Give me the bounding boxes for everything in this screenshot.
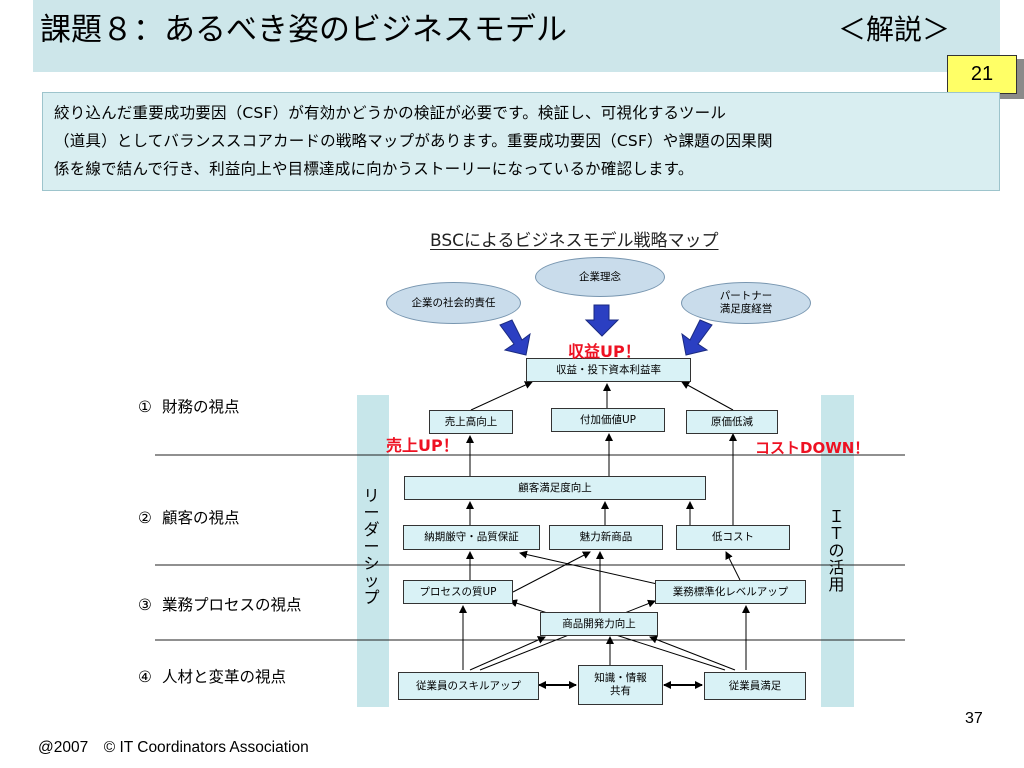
- node-standardization: 業務標準化レベルアップ: [655, 580, 806, 604]
- ellipse-partner: パートナー 満足度経営: [681, 282, 811, 324]
- title-bar: [33, 0, 1000, 72]
- it-text: ＩＴの活用: [828, 507, 845, 594]
- perspective-number: ③: [138, 596, 152, 614]
- callout-profit-up: 収益UP！: [568, 342, 641, 361]
- perspective-financial: ① 財務の視点: [138, 395, 240, 417]
- leadership-text: リーダーシップ: [363, 486, 380, 607]
- ellipse-social-text: 企業の社会的責任: [411, 296, 496, 309]
- arrow: [470, 381, 533, 411]
- node-low-cost: 低コスト: [676, 525, 790, 550]
- node-new-product: 魅力新商品: [549, 525, 663, 550]
- ellipse-philosophy-text: 企業理念: [579, 270, 621, 283]
- arrow: [512, 551, 591, 593]
- node-knowledge-text1: 知識・情報: [594, 672, 647, 684]
- perspective-process: ③ 業務プロセスの視点: [138, 593, 302, 615]
- arrow: [725, 551, 741, 581]
- node-roi: 収益・投下資本利益率: [526, 358, 691, 382]
- callout-sales-up: 売上UP！: [386, 436, 459, 455]
- node-customer-satisfaction: 顧客満足度向上: [404, 476, 706, 500]
- it-pillar: [821, 395, 854, 707]
- page-number: 37: [965, 710, 983, 727]
- perspective-label: 顧客の視点: [162, 509, 240, 527]
- perspective-label: 業務プロセスの視点: [162, 596, 302, 614]
- blue-arrow-right: [681, 319, 713, 356]
- arrow: [469, 636, 546, 671]
- description-line: 絞り込んだ重要成功要因（CSF）が有効かどうかの検証が必要です。検証し、可視化す…: [54, 104, 727, 122]
- node-dev-power: 商品開発力向上: [540, 612, 658, 636]
- node-skill-up: 従業員のスキルアップ: [398, 672, 539, 700]
- arrow: [519, 550, 667, 587]
- it-label: ＩＴの活用: [828, 508, 848, 593]
- perspective-customer: ② 顧客の視点: [138, 506, 240, 528]
- slide-title: 課題８：あるべき姿のビジネスモデル: [40, 12, 567, 48]
- node-employee-satisfaction: 従業員満足: [704, 672, 806, 700]
- node-knowledge-text2: 共有: [610, 685, 631, 697]
- perspective-number: ①: [138, 398, 152, 416]
- perspective-number: ②: [138, 509, 152, 527]
- callout-cost-down: コストDOWN！: [755, 439, 870, 457]
- node-cost-down: 原価低減: [686, 410, 778, 434]
- blue-arrow-center: [584, 304, 620, 337]
- copyright: @2007 © IT Coordinators Association: [38, 739, 309, 756]
- description-line: 係を線で結んで行き、利益向上や目標達成に向かうストーリーになっているか確認します…: [54, 160, 694, 178]
- slide-number-badge: 21: [947, 55, 1017, 94]
- perspective-number: ④: [138, 668, 152, 686]
- ellipse-partner-text2: 満足度経営: [719, 303, 773, 315]
- node-delivery-quality: 納期厳守・品質保証: [403, 525, 540, 550]
- leadership-label: リーダーシップ: [363, 487, 383, 606]
- description-box: 絞り込んだ重要成功要因（CSF）が有効かどうかの検証が必要です。検証し、可視化す…: [42, 92, 1000, 191]
- node-process-quality: プロセスの質UP: [403, 580, 513, 604]
- node-sales-up: 売上高向上: [429, 410, 513, 434]
- ellipse-philosophy: 企業理念: [535, 257, 665, 297]
- ellipse-partner-text1: パートナー: [719, 290, 773, 302]
- perspective-learning: ④ 人材と変革の視点: [138, 665, 286, 687]
- leadership-pillar: [357, 395, 389, 707]
- node-value-up: 付加価値UP: [551, 408, 665, 432]
- arrow: [681, 381, 734, 411]
- node-knowledge-share: 知識・情報 共有: [578, 665, 663, 705]
- perspective-label: 財務の視点: [162, 398, 240, 416]
- diagram-title: BSCによるビジネスモデル戦略マップ: [430, 231, 719, 251]
- slide-subtitle: ＜解説＞: [838, 13, 951, 46]
- ellipse-social-responsibility: 企業の社会的責任: [386, 282, 521, 324]
- perspective-label: 人材と変革の視点: [162, 668, 287, 686]
- description-line: （道具）としてバランススコアカードの戦略マップがあります。重要成功要因（CSF）…: [54, 132, 773, 150]
- blue-arrow-left: [499, 319, 531, 356]
- arrow: [649, 635, 736, 671]
